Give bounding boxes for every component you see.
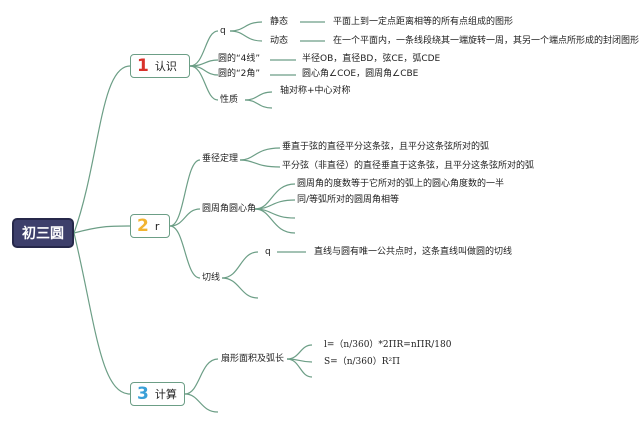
branch-number-1: 1 bbox=[137, 56, 149, 76]
tangent-text: 直线与圆有唯一公共点时，这条直线叫做圆的切线 bbox=[314, 247, 513, 257]
two-angles-label: 圆的“2角” bbox=[218, 69, 261, 79]
branch-jisuan[interactable]: 3 计算 bbox=[130, 382, 185, 406]
branch-label-renshi: 认识 bbox=[154, 60, 177, 73]
static-label: 静态 bbox=[270, 17, 289, 27]
tangent-label: 切线 bbox=[202, 273, 221, 283]
arc-length-formula: l=（n/360）*2ΠR=nΠR/180 bbox=[324, 340, 452, 350]
inscribed-angle-item-1: 圆周角的度数等于它所对的弧上的圆心角度数的一半 bbox=[297, 179, 505, 189]
four-lines-label: 圆的“4线” bbox=[218, 54, 261, 64]
q-tag-1: q bbox=[220, 26, 226, 36]
root-node[interactable]: 初三圆 bbox=[12, 218, 74, 248]
property-label: 性质 bbox=[220, 95, 239, 105]
dynamic-text: 在一个平面内，一条线段绕其一端旋转一周，其另一个端点所形成的封闭图形 bbox=[333, 36, 640, 46]
sector-area-formula: S=（n/360）R²Π bbox=[324, 357, 400, 367]
inscribed-angle-label: 圆周角圆心角 bbox=[202, 204, 257, 214]
static-text: 平面上到一定点距离相等的所有点组成的图形 bbox=[333, 17, 514, 27]
branch-number-3: 3 bbox=[137, 384, 149, 404]
two-angles-text: 圆心角∠COE，圆周角∠CBE bbox=[302, 69, 419, 79]
branch-r[interactable]: 2 r bbox=[130, 214, 170, 238]
chord-theorem-label: 垂径定理 bbox=[202, 154, 239, 164]
four-lines-text: 半径OB，直径BD，弦CE，弧CDE bbox=[302, 54, 441, 64]
branch-label-jisuan: 计算 bbox=[154, 388, 177, 401]
branch-label-r: r bbox=[154, 219, 160, 233]
sector-label: 扇形面积及弧长 bbox=[221, 354, 285, 364]
root-label: 初三圆 bbox=[22, 226, 64, 242]
inscribed-angle-item-2: 同/等弧所对的圆周角相等 bbox=[297, 195, 400, 205]
q-tag-2: q bbox=[265, 247, 271, 257]
dynamic-label: 动态 bbox=[270, 36, 289, 46]
chord-theorem-item-1: 垂直于弦的直径平分这条弦，且平分这条弦所对的弧 bbox=[282, 142, 490, 152]
branch-renshi[interactable]: 1 认识 bbox=[130, 54, 190, 78]
chord-theorem-item-2: 平分弦（非直径）的直径垂直于这条弦，且平分这条弦所对的弧 bbox=[282, 161, 535, 171]
branch-number-2: 2 bbox=[137, 216, 149, 236]
property-text: 轴对称+中心对称 bbox=[280, 86, 351, 96]
